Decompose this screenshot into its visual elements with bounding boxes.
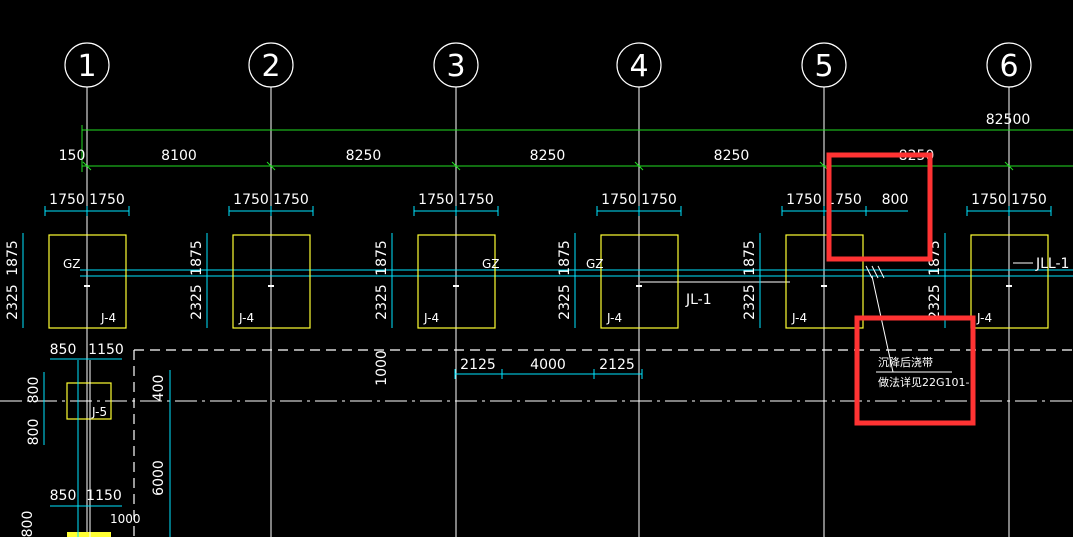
vert-dim-lower-6: 2325: [927, 284, 943, 320]
vert-dim-lower-2: 2325: [189, 284, 205, 320]
side-height-3: 800: [20, 511, 36, 537]
footing-4: [600, 234, 679, 329]
axis-bubble-3: [433, 42, 479, 88]
side-footing-outline: [66, 382, 112, 420]
axis-label-5: 5: [814, 49, 833, 84]
side-footing: [43, 358, 171, 537]
footing-half-right-5: 1750: [826, 192, 862, 208]
side-bottom-dim-2: 1150: [86, 488, 122, 504]
vert-dim-upper-3: 1875: [374, 240, 390, 276]
axis-bubble-6: [986, 42, 1032, 88]
footing-5: [785, 234, 864, 329]
footing-label-5: J-4: [791, 311, 807, 325]
footing-half-left-3: 1750: [418, 192, 454, 208]
footing-half-left-5: 1750: [786, 192, 822, 208]
footing-half-right-3: 1750: [458, 192, 494, 208]
footing-label-1: J-4: [100, 311, 116, 325]
vert-dim-upper-1: 1875: [5, 240, 21, 276]
side-bottom-dim-1: 850: [50, 488, 77, 504]
axis-bubble-5: [801, 42, 847, 88]
bay-dim-1: 8100: [161, 148, 197, 164]
post-pour-leader: [871, 275, 952, 373]
annotation-line-1: 沉降后浇带: [878, 355, 933, 369]
column-label-gz-1: GZ: [63, 257, 81, 271]
hatch-2: [871, 265, 879, 279]
footings: J-4 J-4 J-4 J-4 J-4 J-4 GZ GZ GZ: [48, 234, 1049, 329]
dashed-boundary: [133, 349, 1073, 537]
side-footing-label: J-5: [91, 405, 107, 419]
side-gap-dim-1: 400: [151, 375, 167, 402]
vertical-dimensions: 1875 2325 1875 2325 1875 2325 1875 2325 1875 2325…: [5, 233, 946, 386]
axis-bubble-2: [248, 42, 294, 88]
axis-label-3: 3: [446, 49, 465, 84]
side-top-dim-1: 850: [50, 342, 77, 358]
strip-dim-1: 2125: [460, 357, 496, 373]
axis-label-1: 1: [77, 49, 96, 84]
axis-label-4: 4: [629, 49, 648, 84]
post-pour-hatch: [865, 265, 885, 279]
footing-label-3: J-4: [423, 311, 439, 325]
annotation-line-2: 做法详见22G101-1: [878, 375, 976, 389]
footing-half-left-1: 1750: [49, 192, 85, 208]
side-top-dim-2: 1150: [88, 342, 124, 358]
footing-half-right-4: 1750: [641, 192, 677, 208]
side-gap-dim-2: 6000: [151, 460, 167, 496]
footing-half-left-6: 1750: [971, 192, 1007, 208]
footing-half-right-1: 1750: [89, 192, 125, 208]
strip-dim-3: 2125: [599, 357, 635, 373]
strip-dim-group: [454, 369, 643, 379]
strip-dim-2: 4000: [530, 357, 566, 373]
hatch-1: [865, 265, 873, 279]
footing-6: [970, 234, 1049, 329]
highlight-box-dimension: [826, 152, 933, 262]
post-pour-gap-dim: 800: [882, 192, 909, 208]
footing-2: [232, 234, 311, 329]
dimension-lines: [81, 125, 1073, 172]
bay-dim-3: 8250: [530, 148, 566, 164]
side-bottom-extra: 1000: [110, 512, 141, 526]
vert-dim-upper-5: 1875: [742, 240, 758, 276]
footing-label-6: J-4: [976, 311, 992, 325]
tie-beam: [80, 269, 1073, 283]
vert-dim-upper-4: 1875: [557, 240, 573, 276]
beam-label-jl1: JL-1: [685, 292, 712, 308]
footing-half-left-2: 1750: [233, 192, 269, 208]
axis-bubble-4: [616, 42, 662, 88]
footing-3: [417, 234, 496, 329]
footing-half-left-4: 1750: [601, 192, 637, 208]
axis-label-6: 6: [999, 49, 1018, 84]
axis-bubble-1: [64, 42, 110, 88]
start-offset-dim: 150: [59, 148, 86, 164]
side-footing-lower: [67, 532, 111, 537]
footing-1: [48, 234, 127, 329]
vert-dim-lower-1: 2325: [5, 284, 21, 320]
footing-half-right-6: 1750: [1011, 192, 1047, 208]
vert-dim-lower-3: 2325: [374, 284, 390, 320]
bay-dim-4: 8250: [714, 148, 750, 164]
bay-dim-2: 8250: [346, 148, 382, 164]
footing-half-right-2: 1750: [273, 192, 309, 208]
leader-diagonal: [871, 275, 894, 373]
axis-lines: 1 2 3 4 5 6: [64, 42, 1032, 537]
overall-dim: 82500: [986, 112, 1031, 128]
vert-dim-upper-2: 1875: [189, 240, 205, 276]
hatch-3: [877, 265, 885, 279]
axis-label-2: 2: [261, 49, 280, 84]
highlight-box-annotation: [854, 315, 976, 426]
footing-label-2: J-4: [238, 311, 254, 325]
side-height-2: 800: [26, 419, 42, 446]
vert-dim-lower-4: 2325: [557, 284, 573, 320]
side-height-1: 800: [26, 377, 42, 404]
beam-label-jll: JLL-1: [1035, 256, 1069, 272]
column-label-gz-2: GZ: [482, 257, 500, 271]
column-label-gz-3: GZ: [586, 257, 604, 271]
vert-dim-lower-extra: 1000: [374, 350, 390, 386]
vert-dim-lower-5: 2325: [742, 284, 758, 320]
footing-label-4: J-4: [606, 311, 622, 325]
